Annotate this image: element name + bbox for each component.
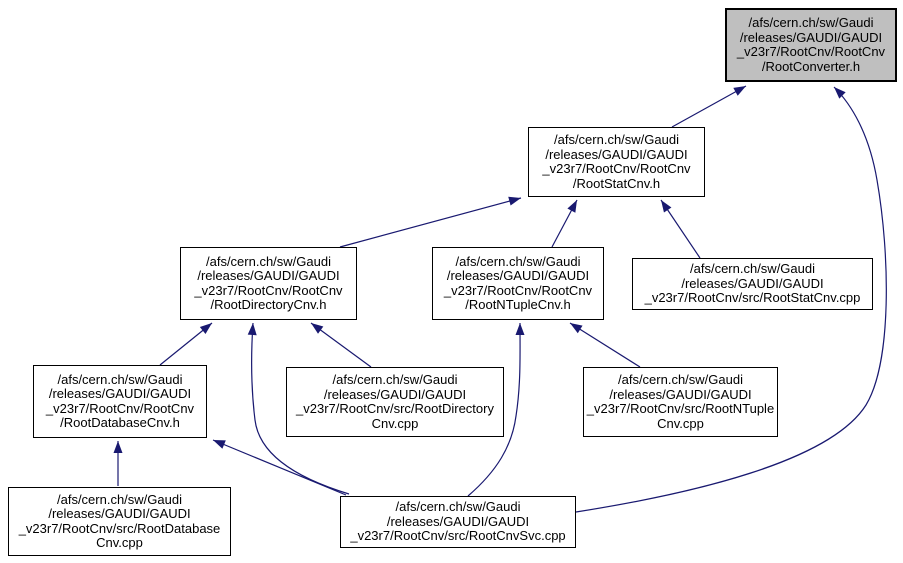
node-rootstatcnv-h[interactable]: /afs/cern.ch/sw/Gaudi /releases/GAUDI/GA… xyxy=(528,127,705,197)
node-rootcnvsvc-cpp-label: /afs/cern.ch/sw/Gaudi /releases/GAUDI/GA… xyxy=(350,499,566,544)
node-rootdirectorycnv-cpp-label: /afs/cern.ch/sw/Gaudi /releases/GAUDI/GA… xyxy=(296,372,494,431)
edge-rootcnvsvc-cpp-to-rootdirectorycnv-h xyxy=(247,322,350,495)
node-rootstatcnv-cpp[interactable]: /afs/cern.ch/sw/Gaudi /releases/GAUDI/GA… xyxy=(632,258,873,310)
node-rootdatabasecnv-h-label: /afs/cern.ch/sw/Gaudi /releases/GAUDI/GA… xyxy=(45,371,195,430)
node-rootdirectorycnv-h-label: /afs/cern.ch/sw/Gaudi /releases/GAUDI/GA… xyxy=(194,253,343,312)
node-rootconverter-h-label: /afs/cern.ch/sw/Gaudi /releases/GAUDI/GA… xyxy=(736,15,886,74)
node-rootdirectorycnv-h[interactable]: /afs/cern.ch/sw/Gaudi /releases/GAUDI/GA… xyxy=(180,247,357,320)
node-rootntuplecnv-h[interactable]: /afs/cern.ch/sw/Gaudi /releases/GAUDI/GA… xyxy=(432,247,604,320)
node-rootstatcnv-h-label: /afs/cern.ch/sw/Gaudi /releases/GAUDI/GA… xyxy=(542,132,691,191)
edge-rootcnvsvc-cpp-to-rootntuplecnv-h xyxy=(467,322,525,497)
edge-rootstatcnv-h-to-rootconverter-h xyxy=(671,85,747,128)
edge-rootntuplecnv-h-to-rootstatcnv-h xyxy=(551,199,578,248)
edge-rootntuplecnv-cpp-to-rootntuplecnv-h xyxy=(569,322,641,368)
node-rootntuplecnv-cpp-label: /afs/cern.ch/sw/Gaudi /releases/GAUDI/GA… xyxy=(586,372,775,431)
node-rootntuplecnv-cpp[interactable]: /afs/cern.ch/sw/Gaudi /releases/GAUDI/GA… xyxy=(583,367,778,437)
edge-rootdatabasecnv-h-to-rootdirectorycnv-h xyxy=(159,322,213,366)
node-rootdirectorycnv-cpp[interactable]: /afs/cern.ch/sw/Gaudi /releases/GAUDI/GA… xyxy=(286,367,504,437)
node-rootntuplecnv-h-label: /afs/cern.ch/sw/Gaudi /releases/GAUDI/GA… xyxy=(443,253,593,312)
node-rootcnvsvc-cpp[interactable]: /afs/cern.ch/sw/Gaudi /releases/GAUDI/GA… xyxy=(340,496,576,548)
node-rootdatabasecnv-cpp-label: /afs/cern.ch/sw/Gaudi /releases/GAUDI/GA… xyxy=(18,491,221,550)
node-rootdatabasecnv-h[interactable]: /afs/cern.ch/sw/Gaudi /releases/GAUDI/GA… xyxy=(33,365,207,438)
edge-rootcnvsvc-cpp-to-rootdatabasecnv-h xyxy=(212,439,347,496)
node-rootstatcnv-cpp-label: /afs/cern.ch/sw/Gaudi /releases/GAUDI/GA… xyxy=(644,261,861,306)
edge-rootdirectorycnv-h-to-rootstatcnv-h xyxy=(339,196,522,248)
edge-rootdirectorycnv-cpp-to-rootdirectorycnv-h xyxy=(310,322,372,368)
edge-rootcnvsvc-cpp-to-rootconverter-h xyxy=(575,86,887,513)
node-rootdatabasecnv-cpp[interactable]: /afs/cern.ch/sw/Gaudi /releases/GAUDI/GA… xyxy=(8,487,231,556)
node-rootconverter-h[interactable]: /afs/cern.ch/sw/Gaudi /releases/GAUDI/GA… xyxy=(725,8,897,82)
edge-rootstatcnv-cpp-to-rootstatcnv-h xyxy=(660,199,701,259)
